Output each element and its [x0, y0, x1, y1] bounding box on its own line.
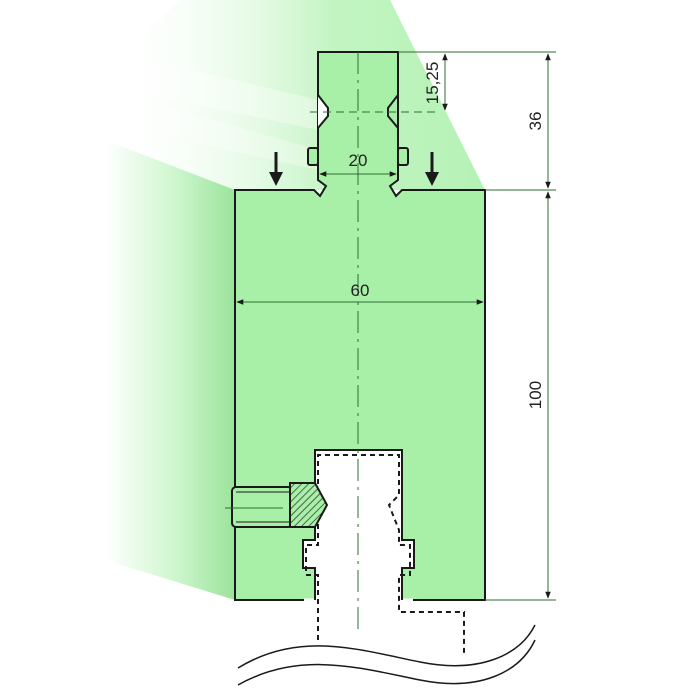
- clamp-tab-left: [307, 147, 319, 166]
- inserted-tool-outline: [305, 454, 465, 655]
- dim-label-100: 100: [526, 381, 545, 409]
- clamp-tab-right: [397, 147, 409, 166]
- dim-label-36: 36: [526, 112, 545, 131]
- clamping-screw: [225, 482, 329, 528]
- break-line: [237, 639, 536, 686]
- break-line: [237, 624, 536, 669]
- dim-label-15-25: 15,25: [423, 62, 442, 105]
- pressure-arrow-left: [269, 152, 283, 186]
- pressure-arrow-right: [425, 152, 439, 186]
- dim-label-60: 60: [351, 281, 370, 300]
- dim-label-20: 20: [349, 151, 368, 170]
